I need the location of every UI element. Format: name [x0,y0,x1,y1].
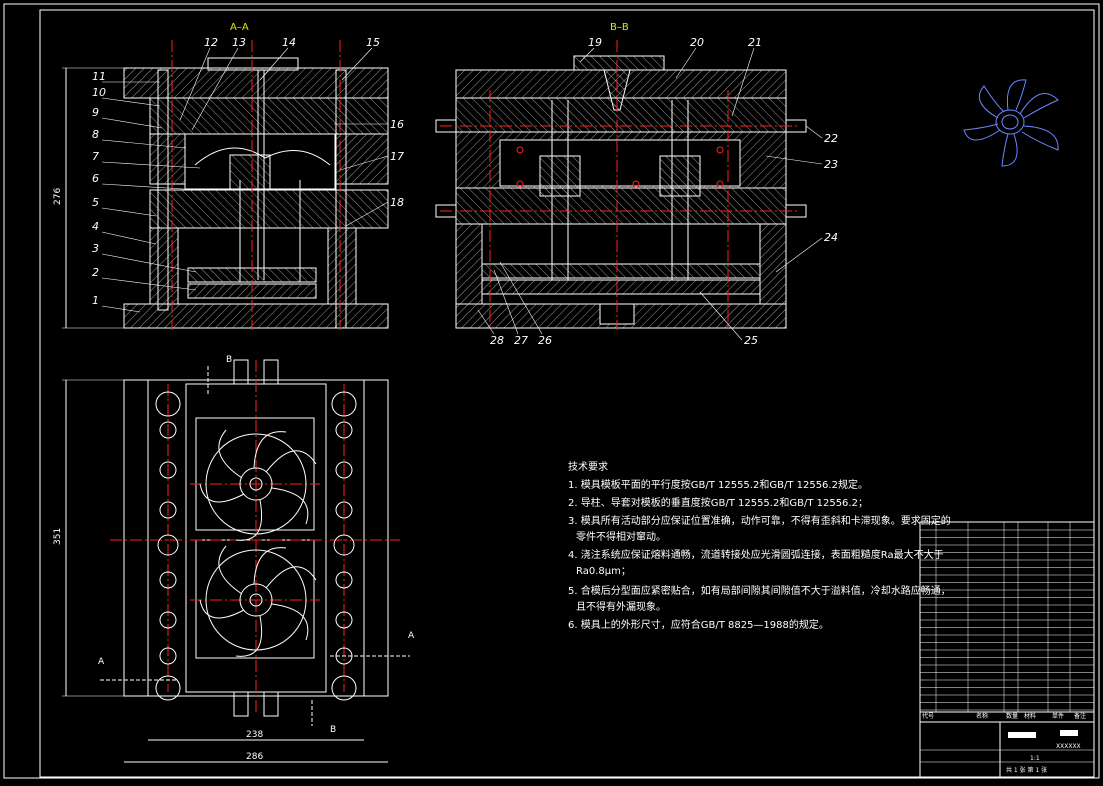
part-label: 24 [824,231,838,244]
part-label: 25 [744,334,758,347]
part-label: 5 [92,196,99,209]
tech-req-line: 3. 模具所有活动部分应保证位置准确，动作可靠，不得有歪斜和卡滞现象。要求固定的 [568,514,951,527]
part-label: 13 [232,36,246,49]
sheet-info: 共 1 张 第 1 张 [1006,766,1047,774]
part-label: 15 [366,36,380,49]
part-label: 27 [514,334,528,347]
part-label: 3 [92,242,99,255]
outer-frame [3,3,1100,779]
dim-aa-height: 276 [53,188,63,205]
section-bb-view: B–B [435,22,807,330]
fan-part-isometric [963,79,1059,167]
part-label: 20 [690,36,704,49]
part-label: 23 [824,158,838,171]
bom-header: 材料 [1024,712,1036,720]
section-marker-b-top: B [226,355,232,365]
inner-frame [39,9,1095,778]
part-label: 17 [390,150,404,163]
tech-req-line: 且不得有外漏现象。 [576,600,666,613]
part-label: 2 [92,266,99,279]
part-label: 28 [490,334,504,347]
dim-plan-width-outer: 286 [246,752,263,762]
part-label: 8 [92,128,99,141]
plan-view: 351 238 286 B B A A [53,355,415,763]
tech-req-line: 1. 模具模板平面的平行度按GB/T 12555.2和GB/T 12556.2规… [568,478,868,491]
part-label: 18 [390,196,404,209]
bom-header: 名称 [976,712,988,720]
part-label: 6 [92,172,99,185]
bom-header: 代号 [922,712,934,720]
drawing-number: XXXXXX [1056,743,1081,750]
part-label: 14 [282,36,296,49]
tech-req-line: 4. 浇注系统应保证熔料通畅，流道转接处应光滑圆弧连接，表面粗糙度Ra最大不大于 [568,548,944,561]
part-label: 26 [538,334,552,347]
section-marker-a-right: A [408,631,415,641]
bom-header: 备注 [1074,712,1086,720]
scale-value: 1:1 [1030,755,1040,762]
tech-req-line: 5. 合模后分型面应紧密贴合，如有局部间隙其间隙值不大于溢料值，冷却水路应畅通， [568,584,951,597]
part-label: 7 [92,150,99,163]
part-label: 19 [588,36,602,49]
aa-part-labels: 11 10 9 8 7 6 5 4 3 2 1 12 13 14 15 16 1… [92,36,404,313]
dim-plan-height: 351 [53,528,63,545]
section-marker-a-left: A [98,657,105,667]
section-marker-b-bottom: B [330,725,336,735]
section-aa-title: A–A [230,22,249,33]
tech-req-line: 零件不得相对窜动。 [576,530,666,543]
tech-req-heading: 技术要求 [568,460,608,473]
dim-plan-width-inner: 238 [246,730,263,740]
part-label: 1 [92,294,99,307]
part-label: 21 [748,36,762,49]
bom-header: 单件 [1052,712,1064,720]
part-label: 10 [92,86,106,99]
part-label: 4 [92,220,99,233]
section-bb-title: B–B [610,22,629,33]
part-label: 12 [204,36,218,49]
technical-requirements: 技术要求 1. 模具模板平面的平行度按GB/T 12555.2和GB/T 125… [568,460,951,631]
part-label: 9 [92,106,99,119]
bom-header: 数量 [1006,712,1018,720]
parts-list-title-block: 代号 名称 数量 材料 单件 备注 XXXXXX 1:1 共 1 张 第 1 张 [919,521,1095,778]
part-label: 11 [92,70,106,83]
tech-req-line: 6. 模具上的外形尺寸，应符合GB/T 8825—1988的规定。 [568,618,829,631]
tech-req-line: 2. 导柱、导套对模板的垂直度按GB/T 12555.2和GB/T 12556.… [568,496,868,509]
bb-part-labels: 19 20 21 22 23 24 25 28 27 26 [477,36,838,347]
part-label: 22 [824,132,838,145]
part-label: 16 [390,118,404,131]
section-aa-view: A–A 276 [53,22,389,330]
tech-req-line: Ra0.8μm； [576,566,631,577]
